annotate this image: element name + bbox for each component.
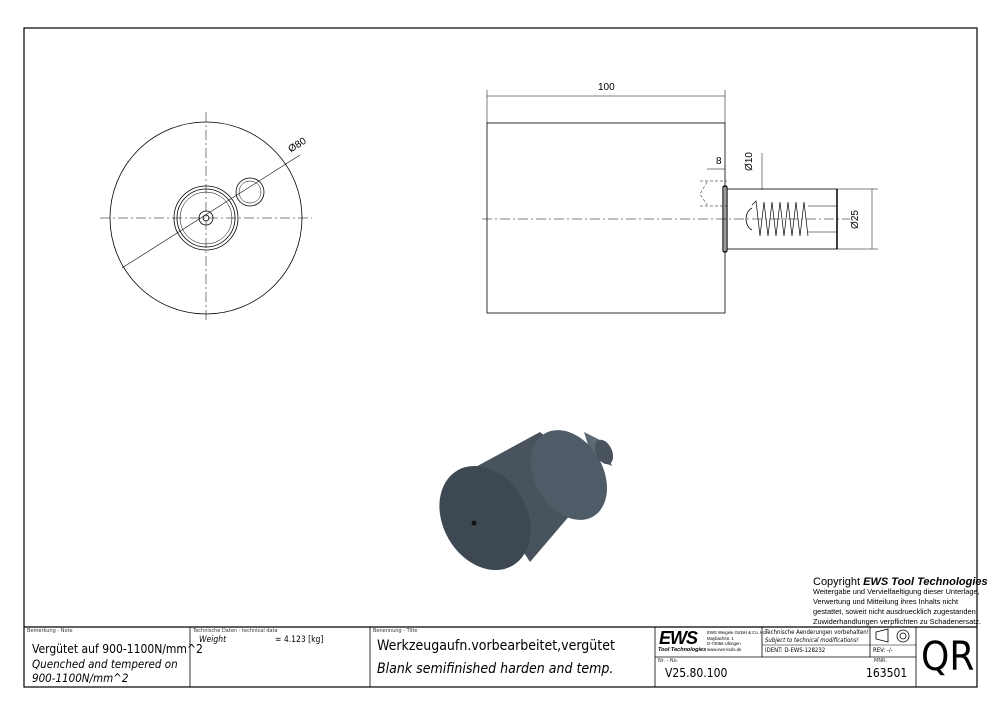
company-line: www.ews-tools.de: [707, 646, 742, 652]
front-view: [100, 112, 312, 322]
note-label: Bemerkung - Note: [27, 628, 73, 634]
mnr-value: 163501: [866, 666, 908, 680]
weight-value: = 4.123 [kg]: [275, 635, 324, 645]
note-en-2: 900-1100N/mm^2: [32, 671, 129, 685]
sheet-border: [23, 27, 978, 688]
title-block-grid: [24, 626, 977, 687]
company-line: D-73066 Uhingen: [707, 641, 741, 646]
copyright-line: Weitergabe und Vervielfaeltigung dieser …: [813, 587, 980, 596]
revision: REV: -/-: [873, 647, 893, 654]
weight-label: Weight: [199, 635, 227, 645]
nr-label: Nr. - No.: [658, 658, 679, 664]
title-de: Werkzeugaufn.vorbearbeitet,vergütet: [377, 638, 615, 654]
copyright-line: Zuwiderhandlungen verpflichten zu Schade…: [813, 617, 982, 626]
note-en-1: Quenched and tempered on: [32, 657, 178, 671]
ews-logo: EWS: [659, 628, 698, 648]
dim-chamfer: 8: [716, 156, 722, 167]
copyright-notice: Copyright EWS Tool Technologies Weiterga…: [813, 577, 988, 627]
title-en: Blank semifinished harden and temp.: [377, 661, 614, 677]
company-address: EWS Weigele GmbH & Co. KG Maybachstr. 1 …: [707, 630, 766, 652]
tech-data-label: Technische Daten - technical data: [193, 628, 278, 634]
title-label: Benennung - Title: [373, 628, 418, 634]
dim-bore-diameter: Ø10: [743, 152, 755, 171]
company-line: Maybachstr. 1: [707, 635, 734, 641]
side-view: [482, 90, 878, 314]
copyright-line: gestattet, soweit nicht ausdruecklich zu…: [813, 607, 978, 616]
copyright-line: Verwertung und Mitteilung ihres Inhalts …: [813, 597, 959, 606]
copyright-brand: EWS Tool Technologies: [863, 576, 988, 588]
nr-value: V25.80.100: [665, 666, 728, 680]
changes-de: Technische Aenderungen vorbehalten!: [765, 629, 869, 636]
isometric-3d-view: [439, 430, 614, 571]
dim-shank-diameter: Ø25: [849, 210, 861, 229]
ident: IDENT: D-EWS-128232: [765, 647, 826, 654]
copyright-prefix: Copyright: [813, 576, 861, 588]
note-de: Vergütet auf 900-1100N/mm^2: [32, 642, 203, 656]
company-line: EWS Weigele GmbH & Co. KG: [707, 630, 767, 635]
format-code: QR: [921, 634, 975, 680]
dim-length: 100: [598, 82, 615, 93]
changes-en: Subject to technical modifications!: [765, 637, 859, 644]
ews-logo-sub: Tool Technologies: [658, 647, 707, 653]
mnr-label: MNR.: [874, 658, 887, 664]
